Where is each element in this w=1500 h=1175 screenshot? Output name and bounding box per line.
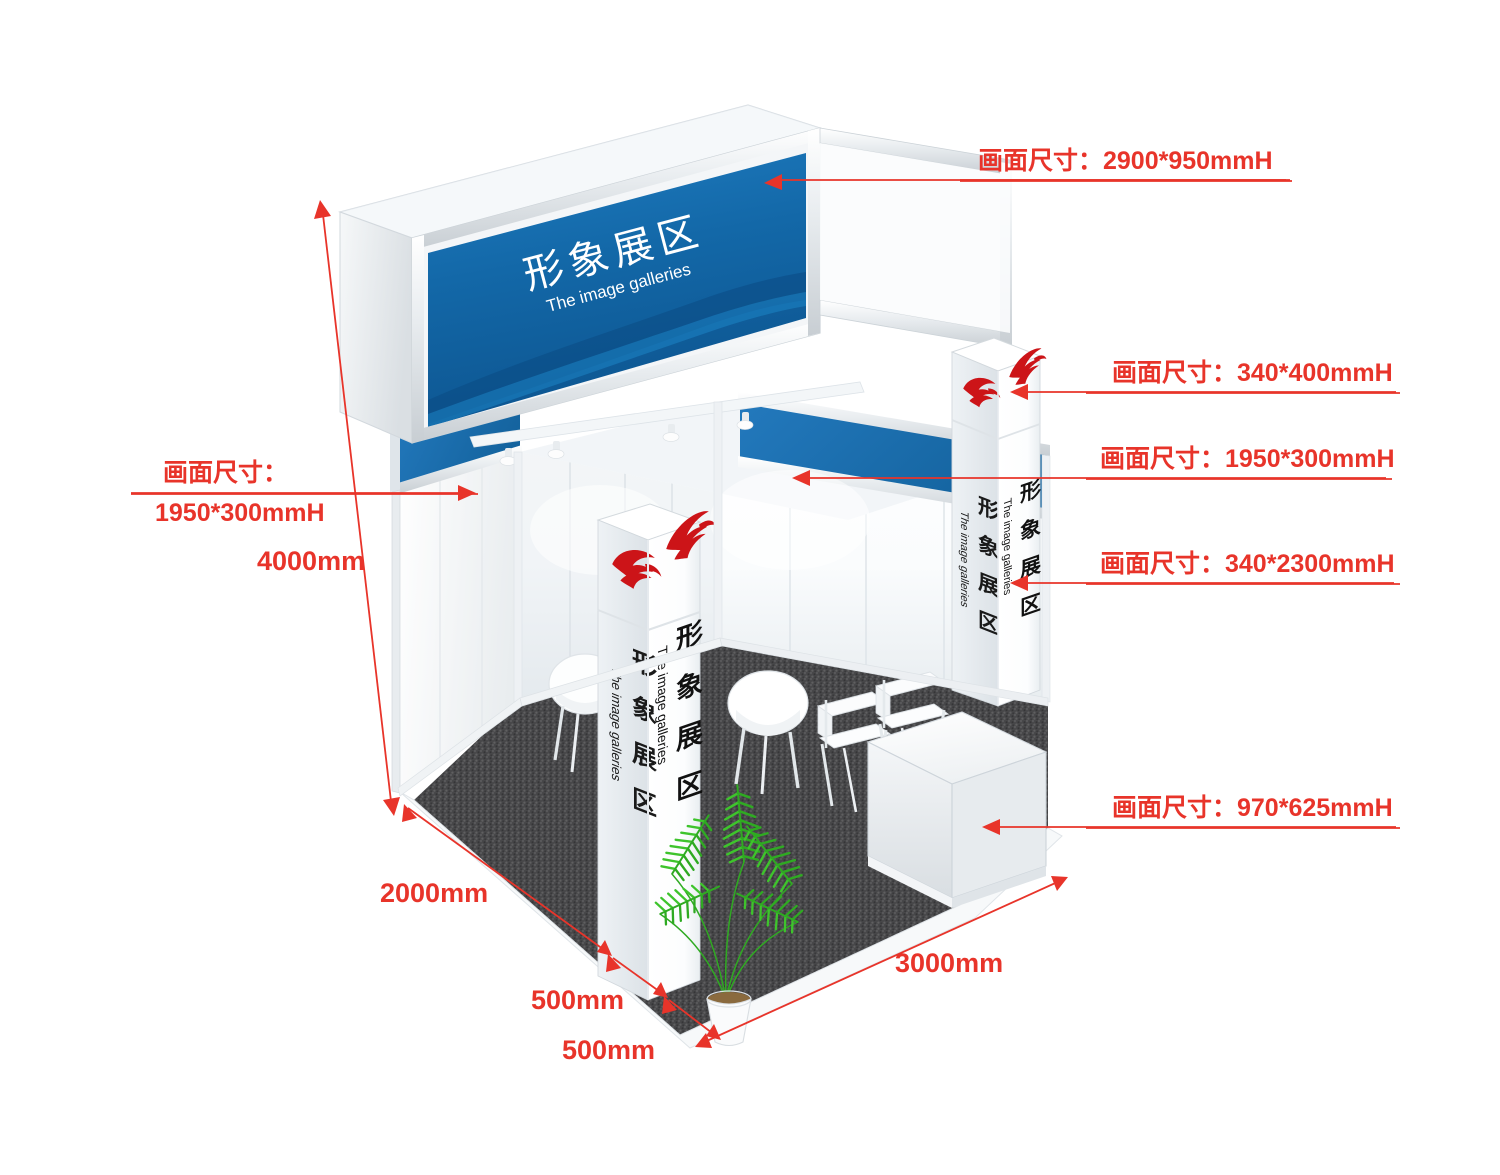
annotation-pillar-body: 画面尺寸：340*2300mmH [1100,550,1395,578]
annotation-fascia-right: 画面尺寸：1950*300mmH [1100,445,1395,473]
pillar-text-en-right: The image galleries [655,644,671,767]
leader-header-panel [764,174,1290,190]
leader-counter [982,819,1396,835]
svg-text:区: 区 [978,607,999,639]
dim-width [695,876,1068,1048]
spotlight [662,424,680,442]
svg-text:形: 形 [1020,475,1041,507]
leader-pillar-top [1010,384,1396,400]
svg-text:The image galleries: The image galleries [655,644,671,767]
pillar-logo-left [963,377,1001,408]
svg-text:象: 象 [978,531,999,563]
svg-text:The image galleries: The image galleries [1001,497,1013,597]
dim-height [314,200,400,816]
pillar-text-en-right: The image galleries [1001,497,1013,597]
annotation-underlines [131,180,1400,829]
svg-text:展: 展 [978,569,999,601]
pillar-text-cn-left: 形 象 展 区 [978,493,999,639]
round-chair-right [727,670,809,795]
svg-text:形: 形 [978,493,999,525]
dim-depth [402,804,612,956]
header-box: 形象展区 The image galleries [337,104,823,444]
potted-plant [654,784,804,1047]
annotation-header-panel: 画面尺寸：2900*950mmH [978,147,1273,175]
dim-pillar-gap [606,954,668,998]
reception-counter [866,711,1048,908]
pillar-front-left: 形 象 展 区 The image galleries 形 象 展 区 The … [596,503,716,1001]
annotation-pillar-top: 画面尺寸：340*400mmH [1112,359,1393,387]
top-beam-right [819,127,1012,349]
dimension-pillar-width: 500mm [562,1035,656,1065]
svg-text:区: 区 [1020,589,1041,621]
annotation-counter-front: 画面尺寸：970*625mmH [1112,794,1393,822]
svg-text:The image galleries: The image galleries [609,665,623,784]
svg-text:The image galleries: The image galleries [958,509,970,610]
pillar-text-en-left: The image galleries [609,665,623,784]
pillar-logo-left [612,550,662,589]
svg-text:展: 展 [1020,551,1041,583]
spotlight [736,412,754,430]
pillar-text-cn-right: 形 象 展 区 [1020,475,1041,621]
annotation-leaders [131,174,1396,835]
fascia-band-left-front [390,428,400,492]
dimension-height: 4000mm [257,546,366,576]
folding-chair-back [816,691,892,813]
dimension-width: 3000mm [895,948,1004,978]
svg-text:象: 象 [1020,513,1041,545]
leader-pillar-body [1010,575,1394,591]
annotation-fascia-left-line1: 画面尺寸： [163,459,289,487]
dimension-lines [314,200,1068,1048]
dimension-pillar-gap: 500mm [531,985,625,1015]
dimension-depth: 2000mm [380,878,489,908]
annotation-fascia-left-line2: 1950*300mmH [155,499,325,527]
spotlight [547,441,565,459]
pillar-rear-right: 形 象 展 区 The image galleries 形 象 展 区 The … [950,337,1047,707]
frame-structure [391,401,1051,797]
leader-fascia-right [792,470,1386,486]
pillar-logo-right [666,511,716,560]
leader-fascia-left [131,485,476,501]
pillar-logo-right [1009,348,1047,385]
pillar-text-en-left: The image galleries [958,509,970,610]
